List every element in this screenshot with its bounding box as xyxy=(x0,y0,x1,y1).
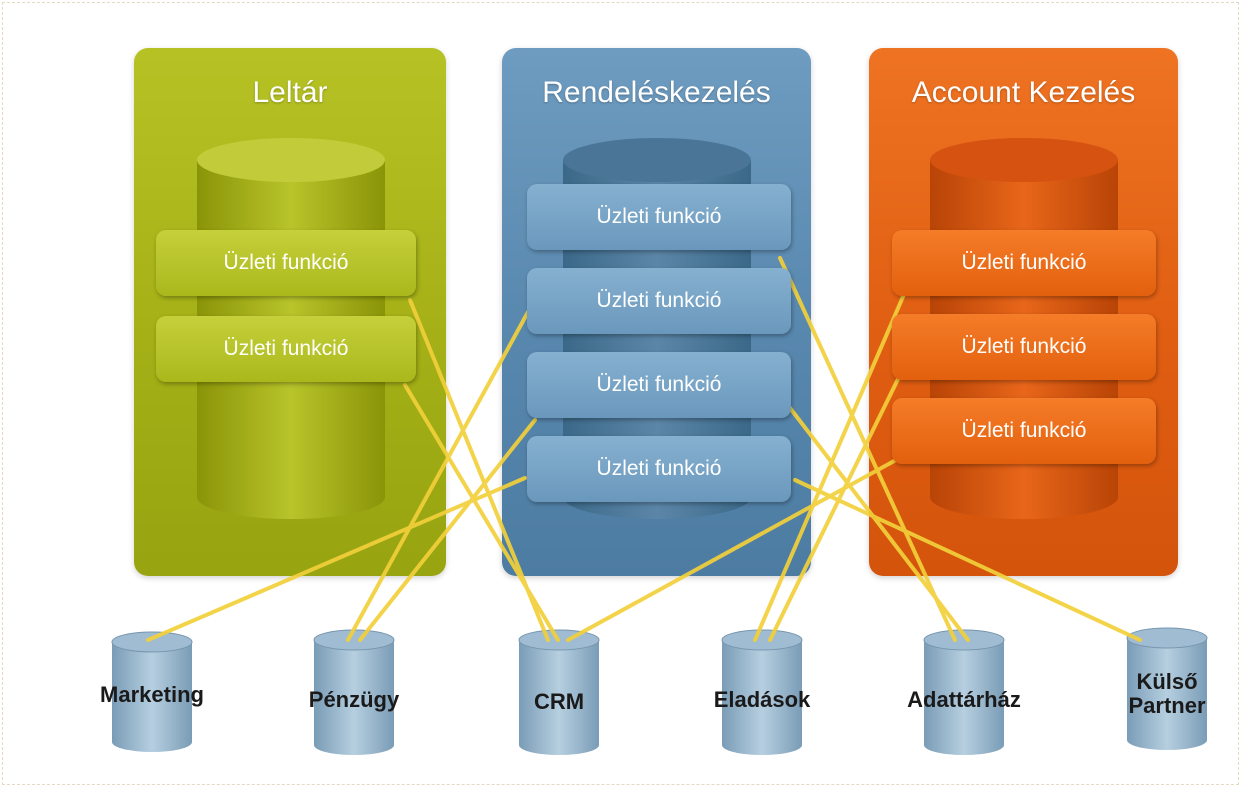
function-label: Üzleti funkció xyxy=(596,289,722,312)
connector-line xyxy=(146,476,527,642)
function-label: Üzleti funkció xyxy=(596,205,722,228)
kulso-partner-database-icon xyxy=(1126,627,1208,750)
adattarhaz-database-icon xyxy=(923,629,1005,755)
domain-title-rendeleskezeles: Rendeléskezelés xyxy=(542,76,771,109)
connector-line xyxy=(778,256,957,642)
leltar-business-function-2: Üzleti funkció xyxy=(156,316,416,382)
rendeleskezeles-business-function-1: Üzleti funkció xyxy=(527,184,791,250)
function-label: Üzleti funkció xyxy=(596,373,722,396)
account-kezeles-business-function-1: Üzleti funkció xyxy=(892,230,1156,296)
system-label-crm: CRM xyxy=(533,689,585,714)
connector-line xyxy=(793,478,1142,642)
system-label-marketing: Marketing xyxy=(100,682,204,707)
eladasok-database-icon xyxy=(721,629,803,755)
connector-line xyxy=(566,453,907,642)
domain-title-account-kezeles: Account Kezelés xyxy=(911,76,1136,109)
system-label-penzugy: Pénzügy xyxy=(308,687,400,712)
function-label: Üzleti funkció xyxy=(223,251,349,274)
domain-title-leltar: Leltár xyxy=(252,76,328,109)
function-label: Üzleti funkció xyxy=(961,251,1087,274)
function-label: Üzleti funkció xyxy=(961,419,1087,442)
marketing-database-icon xyxy=(111,631,193,752)
connector-line xyxy=(346,310,530,642)
connector-line xyxy=(753,290,907,642)
system-label-line: Partner xyxy=(1128,693,1206,718)
account-kezeles-business-function-2: Üzleti funkció xyxy=(892,314,1156,380)
system-label-line: Külső xyxy=(1136,669,1198,694)
leltar-business-function-1: Üzleti funkció xyxy=(156,230,416,296)
rendeleskezeles-business-function-2: Üzleti funkció xyxy=(527,268,791,334)
rendeleskezeles-business-function-3: Üzleti funkció xyxy=(527,352,791,418)
connector-line xyxy=(788,406,970,642)
function-label: Üzleti funkció xyxy=(596,457,722,480)
connector-line xyxy=(403,383,560,642)
system-label-kulso-partner: Külső Partner xyxy=(1092,670,1242,718)
system-label-eladasok: Eladások xyxy=(713,687,811,712)
system-label-adattarhaz: Adattárház xyxy=(907,687,1021,712)
connector-lines xyxy=(146,256,1142,642)
penzugy-database-icon xyxy=(313,629,395,755)
function-label: Üzleti funkció xyxy=(223,337,349,360)
function-label: Üzleti funkció xyxy=(961,335,1087,358)
connector-line xyxy=(768,373,902,642)
connector-line xyxy=(358,418,537,642)
account-kezeles-business-function-3: Üzleti funkció xyxy=(892,398,1156,464)
rendeleskezeles-business-function-4: Üzleti funkció xyxy=(527,436,791,502)
